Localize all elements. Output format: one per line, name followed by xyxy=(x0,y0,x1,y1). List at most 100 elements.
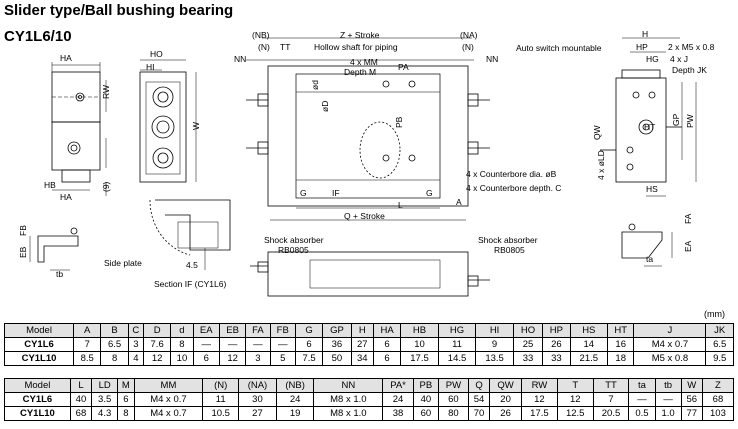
table-header-cell: Model xyxy=(3,323,75,338)
label-na: (NA) xyxy=(460,30,478,40)
table-cell: 3 xyxy=(245,351,271,366)
label-shock-absorber-right: Shock absorber xyxy=(478,235,538,245)
label-pw: PW xyxy=(685,114,695,128)
table-header-cell: W xyxy=(680,378,703,393)
table-cell: 9.5 xyxy=(705,351,734,366)
table-cell: 50 xyxy=(322,351,352,366)
table-cell: CY1L6 xyxy=(3,337,75,352)
unit-label: (mm) xyxy=(704,309,725,319)
table-header-cell: d xyxy=(170,323,194,338)
table-header-cell: HA xyxy=(372,323,402,338)
label-nine: (9) xyxy=(101,181,111,192)
label-fb: FB xyxy=(18,225,28,236)
label-qw: QW xyxy=(592,125,602,140)
table-header-cell: TT xyxy=(592,378,630,393)
label-pb: PB xyxy=(394,116,404,128)
table-header-cell: EB xyxy=(218,323,247,338)
table-cell: 18 xyxy=(607,351,635,366)
label-hi: HI xyxy=(146,62,155,72)
table-header-cell: B xyxy=(100,323,129,338)
table-cell: 6 xyxy=(294,337,324,352)
table-cell: 6.5 xyxy=(705,337,734,352)
label-n-left: (N) xyxy=(258,42,270,52)
table-header-cell: RW xyxy=(521,378,558,393)
label-ld: 4 x øLD xyxy=(596,150,606,180)
table-header-cell: M xyxy=(117,378,135,393)
table-cell: 56 xyxy=(680,392,703,407)
table-header-cell: MM xyxy=(133,378,204,393)
label-tb: tb xyxy=(56,269,63,279)
table-header-cell: D xyxy=(142,323,172,338)
label-m5: 2 x M5 x 0.8 xyxy=(668,42,715,52)
table-header-cell: L xyxy=(69,378,93,393)
table-cell: 68 xyxy=(69,406,93,421)
label-ho: HO xyxy=(150,49,163,59)
table-cell: 24 xyxy=(382,392,414,407)
table-cell: 3 xyxy=(127,337,144,352)
model-subtitle: CY1L6/10 xyxy=(4,28,72,45)
table-cell: 19 xyxy=(275,406,315,421)
label-ta: ta xyxy=(646,254,653,264)
table-cell: 54 xyxy=(467,392,491,407)
table-header-cell: T xyxy=(556,378,594,393)
table-header-cell: HG xyxy=(437,323,477,338)
table-header-cell: HP xyxy=(542,323,571,338)
label-dim-45: 4.5 xyxy=(186,260,198,270)
label-d-large: øD xyxy=(320,101,330,112)
section-if-view xyxy=(149,199,231,270)
table-cell: 20 xyxy=(489,392,523,407)
table-cell: 8 xyxy=(117,406,135,421)
table-cell: 10.5 xyxy=(202,406,240,421)
table-cell: — xyxy=(628,392,656,407)
table-cell: — xyxy=(245,337,271,352)
table-header-cell: FB xyxy=(269,323,296,338)
table-cell: 13.5 xyxy=(475,351,514,366)
table-cell: CY1L10 xyxy=(3,351,75,366)
label-counterbore-dia: 4 x Counterbore dia. øB xyxy=(466,169,557,179)
table-cell: 6.5 xyxy=(100,337,129,352)
table-cell: — xyxy=(218,337,247,352)
label-ht: HT xyxy=(644,122,655,132)
label-side-plate: Side plate xyxy=(104,258,142,268)
table-cell: 3.5 xyxy=(91,392,119,407)
end-view-right xyxy=(600,37,697,197)
table-cell: 20.5 xyxy=(592,406,630,421)
technical-drawing: HA RW HB HA (9) HO HI W (NB) (N) TT Z + … xyxy=(18,29,715,297)
table-cell: 11 xyxy=(202,392,240,407)
table-cell: 12 xyxy=(142,351,172,366)
table-cell: 12.5 xyxy=(556,406,594,421)
label-ha: HA xyxy=(60,53,72,63)
label-h: H xyxy=(642,29,648,39)
table-header-cell: GP xyxy=(322,323,352,338)
table-cell: 33 xyxy=(512,351,544,366)
table-cell: 6 xyxy=(117,392,135,407)
page-title: Slider type/Ball bushing bearing xyxy=(4,2,234,19)
table-cell: 60 xyxy=(437,392,469,407)
table-header-cell: ta xyxy=(628,378,656,393)
table-cell: 11 xyxy=(437,337,477,352)
table-cell: 10 xyxy=(400,337,439,352)
label-j: 4 x J xyxy=(670,54,688,64)
label-w: W xyxy=(191,122,201,130)
table-header-cell: J xyxy=(633,323,707,338)
table-cell: 68 xyxy=(701,392,735,407)
table-cell: 8.5 xyxy=(73,351,102,366)
table-header-cell: A xyxy=(73,323,102,338)
table-cell: 24 xyxy=(275,392,315,407)
label-nn-left: NN xyxy=(234,54,246,64)
label-pa: PA xyxy=(398,62,409,72)
label-auto-switch: Auto switch mountable xyxy=(516,43,602,53)
table-cell: 34 xyxy=(350,351,374,366)
table-cell: M4 x 0.7 xyxy=(133,392,204,407)
table-header-cell: PA* xyxy=(382,378,414,393)
table-cell: 33 xyxy=(542,351,571,366)
table-header-cell: Model xyxy=(4,378,71,393)
table-header-cell: G xyxy=(294,323,324,338)
end-view-middle xyxy=(139,59,197,183)
